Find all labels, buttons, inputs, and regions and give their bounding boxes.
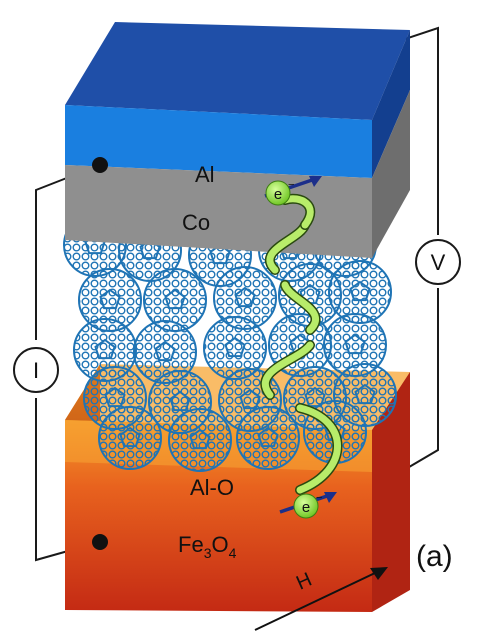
- co-right-face: [372, 90, 410, 258]
- al-front-face: [65, 105, 372, 178]
- contact-dot-bottom: [92, 534, 108, 550]
- fe3o4-right-face: [372, 372, 410, 612]
- path-arrow-4: [266, 221, 309, 274]
- contact-dot-top: [92, 157, 108, 173]
- wire-right-bottom: [403, 288, 439, 471]
- path-arrow-3: [281, 281, 319, 334]
- layer-label-co: Co: [182, 210, 210, 235]
- current-meter: I: [13, 347, 59, 393]
- electron-icon-top: [265, 180, 291, 206]
- panel-label: (a): [416, 540, 453, 573]
- spin-arrowhead-bottom: [324, 492, 337, 503]
- fullerene-molecule: [236, 406, 300, 470]
- path-arrow-1: [296, 404, 341, 494]
- electron-icon-bottom: [293, 493, 319, 519]
- al-right-face: [372, 30, 410, 178]
- path-arrow-2: [261, 341, 314, 399]
- al-top-face: [65, 22, 410, 120]
- field-arrow: [254, 572, 376, 631]
- electron-charge-top: −: [288, 179, 294, 191]
- tunneling-path: [260, 193, 343, 495]
- electron-top: e −: [264, 176, 322, 206]
- spin-arrowhead-top: [309, 176, 322, 187]
- electron-charge-bottom: −: [316, 492, 322, 504]
- voltage-meter-label: V: [431, 250, 446, 275]
- layer-label-al: Al: [195, 162, 215, 187]
- fullerene-molecule: [98, 406, 162, 470]
- electron-symbol-bottom: e: [302, 499, 310, 516]
- layer-label-fe3o4: Fe3O4: [178, 532, 237, 561]
- electron-symbol-top: e: [274, 186, 282, 203]
- electron-bottom: e −: [279, 492, 337, 519]
- top-electrode: [65, 22, 410, 258]
- current-meter-label: I: [33, 358, 39, 383]
- path-arrow-5: [281, 195, 314, 229]
- field-arrowhead: [370, 567, 388, 580]
- layer-label-alo: Al-O: [190, 475, 234, 500]
- fullerene-molecule: [168, 408, 232, 472]
- voltage-meter: V: [415, 239, 461, 285]
